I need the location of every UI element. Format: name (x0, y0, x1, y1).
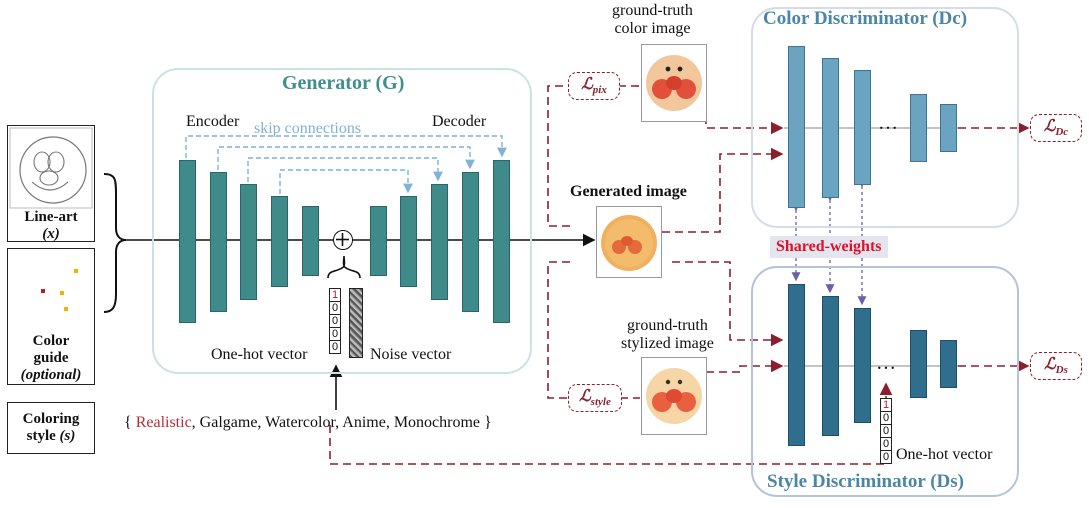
style-disc-onehot-label: One-hot vector (896, 446, 993, 463)
loss-style: ℒstyle (568, 384, 622, 412)
decoder-layer-4 (462, 172, 479, 312)
encoder-layer-4 (271, 196, 288, 287)
style-realistic: Realistic (135, 414, 192, 431)
color-disc-layer-5 (940, 104, 957, 152)
loss-dc: ℒDc (1030, 114, 1082, 142)
encoder-layer-3 (240, 184, 257, 300)
style-disc-layer-1 (788, 284, 805, 446)
onehot-label: One-hot vector (211, 346, 308, 363)
style-discriminator-title: Style Discriminator (Ds) (767, 471, 965, 492)
gt-color-image (641, 44, 707, 122)
lineart-label: Line-art(x) (24, 209, 78, 242)
shared-weights-label: Shared-weights (770, 236, 888, 258)
color-disc-layer-1 (788, 46, 805, 208)
generator-panel (152, 68, 532, 374)
concat-plus-icon (333, 230, 353, 250)
noise-label: Noise vector (370, 346, 452, 363)
color-disc-layer-4 (910, 94, 927, 162)
loss-pix: ℒpix (568, 72, 620, 100)
decoder-layer-5 (493, 160, 510, 323)
style-options: { Realistic, Galgame, Watercolor, Anime,… (124, 414, 492, 431)
style-discriminator-panel (751, 266, 1019, 497)
encoder-label: Encoder (186, 113, 240, 130)
generator-title: Generator (G) (282, 72, 405, 94)
colorguide-image (41, 269, 78, 311)
generated-image (596, 206, 662, 278)
decoder-layer-3 (431, 184, 448, 300)
encoder-layer-1 (179, 160, 196, 323)
color-disc-layer-3 (854, 70, 871, 185)
lineart-image (9, 127, 93, 209)
style-disc-layer-2 (822, 296, 839, 436)
encoder-layer-5 (302, 206, 319, 276)
encoder-layer-2 (210, 172, 227, 312)
color-discriminator-title: Color Discriminator (Dc) (763, 8, 968, 29)
style-disc-onehot-vector: 1 0 0 0 0 (880, 398, 892, 464)
noise-vector (349, 288, 363, 358)
generated-label: Generated image (570, 183, 687, 200)
decoder-layer-1 (370, 206, 387, 276)
generator-onehot-vector: 1 0 0 0 0 (329, 288, 341, 354)
skip-connections-label: skip connections (254, 120, 362, 137)
color-discriminator-panel (751, 7, 1019, 228)
style-disc-ellipsis: … (876, 352, 896, 374)
lineart-panel: Line-art(x) (7, 125, 95, 242)
decoder-layer-2 (400, 196, 417, 287)
color-disc-layer-2 (822, 58, 839, 198)
style-disc-layer-3 (854, 308, 871, 423)
loss-ds: ℒDs (1030, 352, 1082, 380)
decoder-label: Decoder (432, 113, 487, 130)
color-disc-ellipsis: … (878, 112, 898, 134)
style-disc-layer-4 (910, 330, 927, 398)
gt-style-image (641, 357, 707, 435)
style-disc-layer-5 (940, 340, 957, 388)
